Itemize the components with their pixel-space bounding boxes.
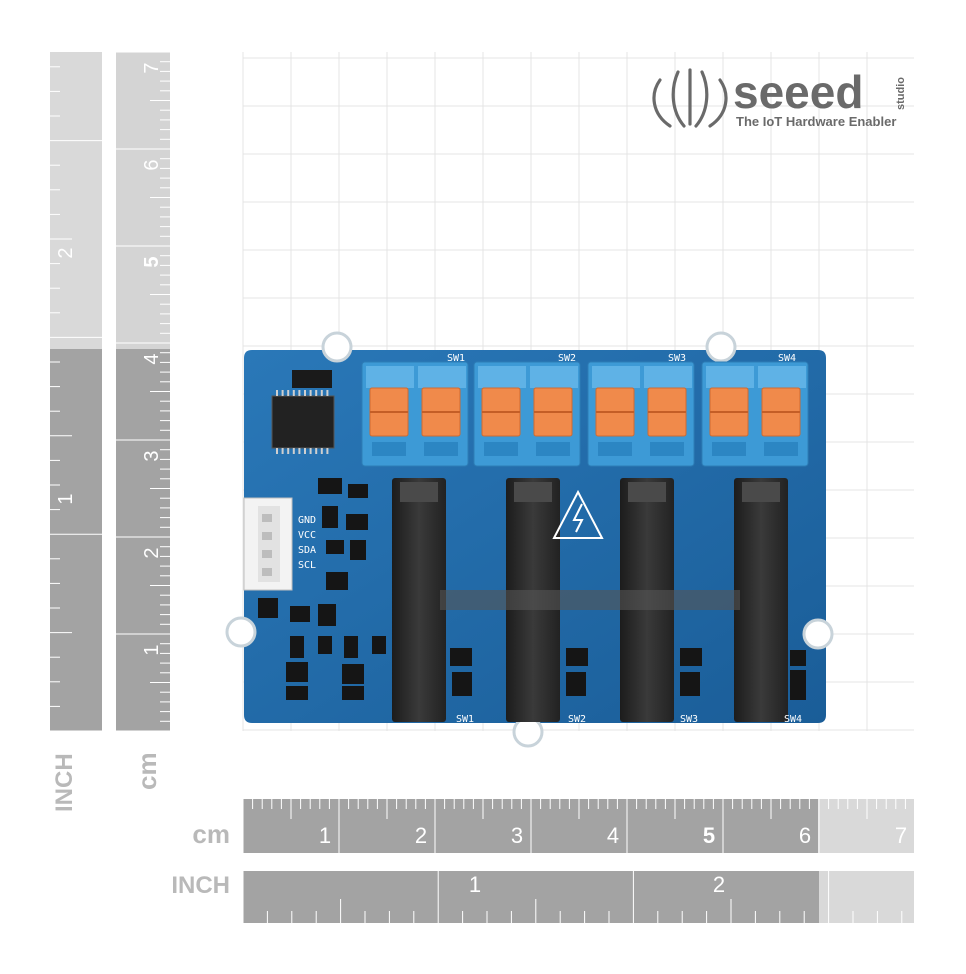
terminal-wire-slot (598, 442, 632, 456)
horizontal-cm-tick-label: 1 (319, 823, 331, 848)
vertical-cm-tick-label: 1 (141, 644, 163, 655)
connector-pin-label: GND (298, 515, 316, 526)
terminal-wire-slot (536, 442, 570, 456)
relay-top (628, 482, 666, 502)
horizontal-ruler: 1 2 3 4 5 6 7 1 2 (242, 799, 916, 923)
horizontal-cm-tick-label: 6 (799, 823, 811, 848)
vertical-ruler: 7 6 5 4 3 2 1 2 1 (50, 51, 170, 732)
vertical-cm-tick-label: 3 (141, 450, 163, 461)
connector-pin-label: SCL (298, 560, 316, 571)
relay-board: GND VCC SDA SCL (225, 331, 834, 748)
terminal-wire-slot (372, 442, 406, 456)
switch-label-bottom: SW1 (456, 714, 474, 725)
terminal-wire-slot (650, 442, 684, 456)
horizontal-cm-tick-label: 5 (703, 823, 715, 848)
vertical-inch-unit: INCH (51, 753, 78, 812)
grove-connector (243, 497, 293, 591)
vertical-inch-tick-label: 2 (55, 247, 77, 258)
vertical-cm-tick-label: 2 (141, 547, 163, 558)
switch-label-top: SW3 (668, 353, 686, 364)
brand-tagline: The IoT Hardware Enabler (736, 114, 896, 129)
terminal-top (644, 366, 692, 388)
relay-top (514, 482, 552, 502)
horizontal-cm-tick-label: 7 (895, 823, 907, 848)
terminal-wire-slot (764, 442, 798, 456)
relay-top (742, 482, 780, 502)
smd-components (258, 478, 806, 700)
terminal-wire-slot (424, 442, 458, 456)
terminal-wire-slot (712, 442, 746, 456)
relay-top (400, 482, 438, 502)
brand-suffix: studio (895, 77, 907, 110)
brand-name: seeed (733, 66, 863, 118)
seeed-leaf-logo-icon (652, 68, 728, 128)
horizontal-inch-tick-label: 2 (713, 872, 725, 897)
relay (734, 478, 788, 722)
vertical-cm-tick-label: 4 (141, 353, 163, 364)
switch-label-bottom: SW4 (784, 714, 802, 725)
terminal-top (706, 366, 754, 388)
switch-label-bottom: SW3 (680, 714, 698, 725)
connector-pin-label: SDA (298, 545, 316, 556)
terminal-wire-slot (484, 442, 518, 456)
horizontal-cm-unit: cm (192, 819, 230, 849)
switch-label-top: SW1 (447, 353, 465, 364)
microcontroller-chip (271, 370, 335, 454)
terminal-top (758, 366, 806, 388)
terminal-top (592, 366, 640, 388)
switch-label-bottom: SW2 (568, 714, 586, 725)
relay (392, 478, 446, 722)
terminal-top (530, 366, 578, 388)
terminal-top (418, 366, 466, 388)
horizontal-inch-unit: INCH (171, 872, 230, 899)
horizontal-cm-tick-label: 4 (607, 823, 619, 848)
switch-label-top: SW4 (778, 353, 796, 364)
terminal-top (366, 366, 414, 388)
connector-pin-label: VCC (298, 530, 316, 541)
terminal-top (478, 366, 526, 388)
vertical-inch-tick-label: 1 (55, 493, 77, 504)
horizontal-cm-tick-label: 3 (511, 823, 523, 848)
vertical-cm-tick-label: 6 (141, 159, 163, 170)
high-voltage-warning-icon (552, 489, 604, 539)
switch-label-top: SW2 (558, 353, 576, 364)
vertical-cm-tick-label: 5 (141, 256, 163, 267)
horizontal-inch-tick-label: 1 (469, 872, 481, 897)
vertical-cm-unit: cm (132, 752, 162, 790)
vertical-cm-tick-label: 7 (141, 62, 163, 73)
terminal-blocks (361, 361, 809, 467)
horizontal-cm-tick-label: 2 (415, 823, 427, 848)
